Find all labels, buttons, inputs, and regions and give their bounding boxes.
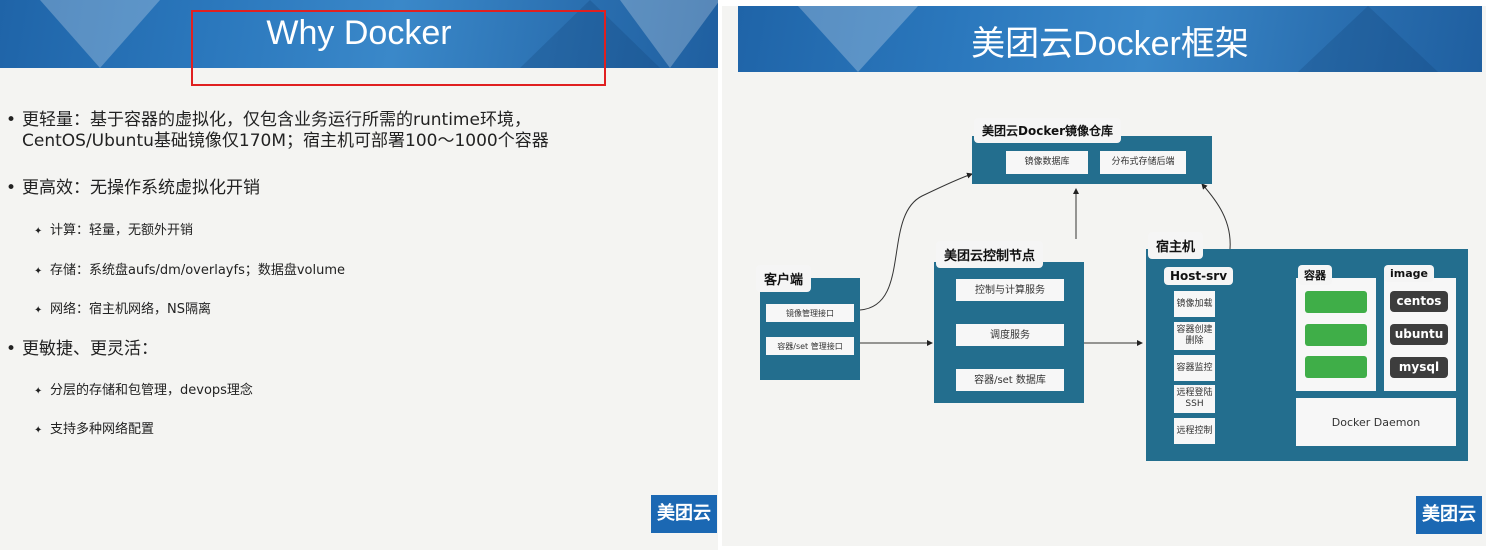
container-block bbox=[1305, 324, 1367, 346]
page-title: Why Docker bbox=[266, 14, 452, 52]
host-srv-item: 容器监控 bbox=[1174, 355, 1215, 381]
bullet-lightweight: •更轻量：基于容器的虚拟化，仅包含业务运行所需的runtime环境，CentOS… bbox=[6, 110, 549, 151]
control-node-item: 容器/set 数据库 bbox=[956, 369, 1064, 391]
docker-daemon: Docker Daemon bbox=[1296, 398, 1456, 446]
bullet-text: 更敏捷、更灵活： bbox=[22, 339, 158, 359]
host-srv-item: 镜像加载 bbox=[1174, 291, 1215, 317]
host-label: 宿主机 bbox=[1148, 232, 1204, 259]
slide-why-docker: Why Docker •更轻量：基于容器的虚拟化，仅包含业务运行所需的runti… bbox=[0, 0, 718, 550]
star-bullet-icon: ✦ bbox=[34, 425, 43, 436]
star-bullet-icon: ✦ bbox=[34, 386, 43, 397]
star-bullet-icon: ✦ bbox=[34, 226, 43, 237]
image-tag-mysql: mysql bbox=[1390, 357, 1448, 378]
client-item: 镜像管理接口 bbox=[766, 304, 854, 322]
client-item: 容器/set 管理接口 bbox=[766, 337, 854, 355]
bullet-efficient: •更高效：无操作系统虚拟化开销 bbox=[6, 178, 260, 198]
bullet-agile: •更敏捷、更灵活： bbox=[6, 339, 158, 359]
slide-docker-framework: 美团云Docker框架 美团云Docker镜像仓库 镜像数据库 分布式存储后端 … bbox=[722, 6, 1486, 546]
sub-bullet: ✦网络：宿主机网络，NS隔离 bbox=[34, 302, 211, 317]
sub-bullet: ✦计算：轻量，无额外开销 bbox=[34, 223, 194, 238]
star-bullet-icon: ✦ bbox=[34, 305, 43, 316]
registry-item: 分布式存储后端 bbox=[1100, 151, 1186, 174]
sub-bullet: ✦支持多种网络配置 bbox=[34, 422, 155, 437]
bullet-text: 更轻量：基于容器的虚拟化，仅包含业务运行所需的runtime环境， bbox=[22, 110, 531, 130]
sub-bullet: ✦分层的存储和包管理，devops理念 bbox=[34, 383, 253, 398]
host-srv-item: 容器创建删除 bbox=[1174, 322, 1215, 350]
meituan-cloud-logo: 美团云 bbox=[1416, 496, 1482, 534]
sub-bullet: ✦存储：系统盘aufs/dm/overlayfs；数据盘volume bbox=[34, 263, 346, 278]
meituan-cloud-logo: 美团云 bbox=[651, 495, 717, 533]
image-label: image bbox=[1384, 265, 1434, 282]
control-node-item: 调度服务 bbox=[956, 324, 1064, 346]
image-tag-ubuntu: ubuntu bbox=[1390, 324, 1448, 345]
host-srv-label: Host-srv bbox=[1164, 267, 1234, 285]
control-node-label: 美团云控制节点 bbox=[936, 241, 1044, 268]
client-label: 客户端 bbox=[756, 265, 812, 292]
host-srv-item: 远程登陆 SSH bbox=[1174, 385, 1215, 413]
registry-label: 美团云Docker镜像仓库 bbox=[974, 118, 1122, 143]
containers-label: 容器 bbox=[1298, 265, 1332, 285]
image-tag-centos: centos bbox=[1390, 291, 1448, 312]
container-block bbox=[1305, 291, 1367, 313]
host-srv-item: 远程控制 bbox=[1174, 418, 1215, 444]
container-block bbox=[1305, 356, 1367, 378]
title-banner: 美团云Docker框架 bbox=[738, 6, 1482, 72]
control-node-item: 控制与计算服务 bbox=[956, 279, 1064, 301]
bullet-text: CentOS/Ubuntu基础镜像仅170M；宿主机可部署100～1000个容器 bbox=[22, 131, 549, 151]
bullet-text: 更高效：无操作系统虚拟化开销 bbox=[22, 178, 260, 198]
registry-item: 镜像数据库 bbox=[1006, 151, 1088, 174]
star-bullet-icon: ✦ bbox=[34, 266, 43, 277]
highlight-box bbox=[191, 10, 606, 86]
client-box bbox=[760, 278, 860, 380]
page-title: 美团云Docker框架 bbox=[971, 25, 1249, 63]
